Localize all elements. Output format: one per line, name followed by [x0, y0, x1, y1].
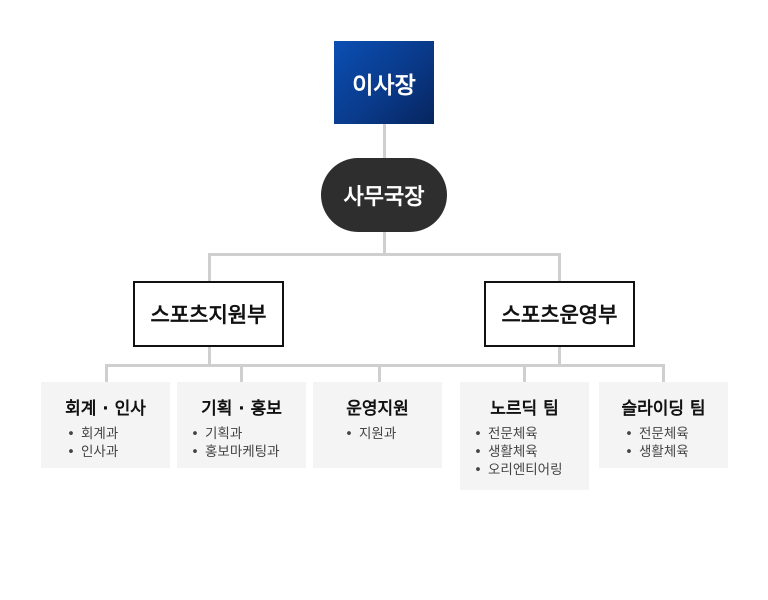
team-title: 운영지원	[346, 399, 409, 419]
team-title: 슬라이딩 팀	[621, 399, 706, 419]
chairman-box: 이사장	[334, 41, 434, 124]
secretary-general-box: 사무국장	[321, 158, 447, 232]
connector-team-bar-right	[380, 364, 665, 367]
connector-dept-bar	[208, 253, 561, 256]
department-box-sports-support: 스포츠지원부	[133, 281, 284, 347]
team-item: 기획과	[191, 425, 306, 443]
connector-team5	[662, 364, 665, 382]
team-item: 전문체육	[474, 425, 589, 443]
connector-team2	[240, 364, 243, 382]
connector-team1	[105, 364, 108, 382]
connector-chair-secgen	[383, 124, 386, 158]
team-item: 생활체육	[625, 443, 728, 461]
department-label: 스포츠운영부	[501, 303, 618, 327]
connector-dept2-up	[558, 253, 561, 281]
connector-team4	[523, 364, 526, 382]
team-item: 생활체육	[474, 443, 589, 461]
team-title: 기획 · 홍보	[201, 399, 282, 419]
team-item-list: 전문체육 생활체육 오리엔티어링	[460, 425, 589, 479]
connector-dept1-down	[208, 347, 211, 366]
connector-secgen-down	[383, 232, 386, 255]
team-item: 홍보마케팅과	[191, 443, 306, 461]
team-item-list: 회계과 인사과	[41, 425, 170, 461]
department-box-sports-operations: 스포츠운영부	[484, 281, 635, 347]
team-item-list: 전문체육 생활체육	[599, 425, 728, 461]
team-box-accounting-hr: 회계 · 인사 회계과 인사과	[41, 382, 170, 468]
connector-dept2-down	[558, 347, 561, 366]
secretary-general-label: 사무국장	[343, 185, 425, 210]
connector-team-bar-left	[105, 364, 381, 367]
team-box-operations-support: 운영지원 지원과	[313, 382, 442, 468]
team-title: 회계 · 인사	[65, 399, 146, 419]
department-label: 스포츠지원부	[150, 303, 267, 327]
team-box-sliding: 슬라이딩 팀 전문체육 생활체육	[599, 382, 728, 468]
team-item: 인사과	[67, 443, 170, 461]
team-item: 전문체육	[625, 425, 728, 443]
chairman-label: 이사장	[352, 72, 416, 99]
connector-dept1-up	[208, 253, 211, 281]
team-item: 오리엔티어링	[474, 461, 589, 479]
team-item: 회계과	[67, 425, 170, 443]
team-box-nordic: 노르딕 팀 전문체육 생활체육 오리엔티어링	[460, 382, 589, 490]
team-title: 노르딕 팀	[490, 399, 559, 419]
team-item-list: 기획과 홍보마케팅과	[177, 425, 306, 461]
team-item: 지원과	[345, 425, 442, 443]
team-item-list: 지원과	[313, 425, 442, 443]
connector-team3	[378, 364, 381, 382]
team-box-planning-pr: 기획 · 홍보 기획과 홍보마케팅과	[177, 382, 306, 468]
